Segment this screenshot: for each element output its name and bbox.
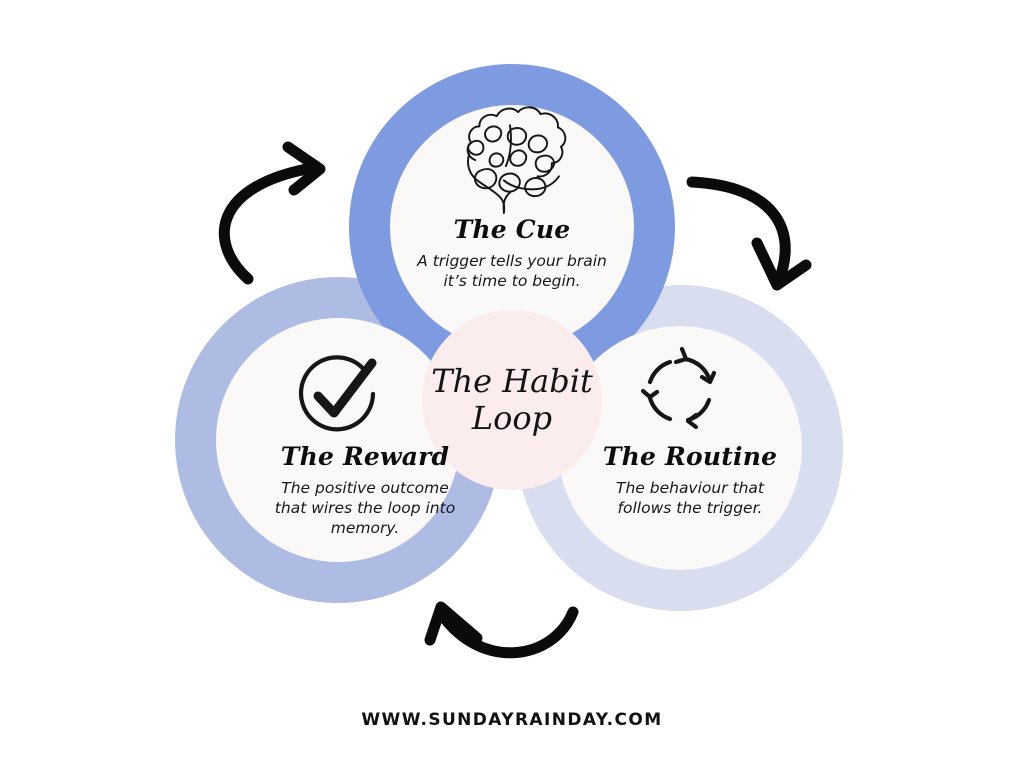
- arrow-cue-to-routine: [686, 176, 812, 291]
- node-cue-title: The Cue: [453, 215, 571, 244]
- center-label-line1: The Habit: [431, 362, 593, 400]
- brain-icon: [466, 106, 567, 215]
- arrow-reward-to-cue: [218, 141, 326, 285]
- node-reward-text: The Reward The positive outcome that wir…: [240, 443, 490, 539]
- node-cue-desc-line1: A trigger tells your brain: [417, 251, 607, 270]
- node-cue-text: The Cue A trigger tells your brain it’s …: [372, 216, 652, 291]
- center-label: The Habit Loop: [412, 363, 612, 437]
- node-reward-title: The Reward: [280, 442, 450, 471]
- arrow-routine-to-reward: [424, 601, 579, 659]
- footer-url: WWW.SUNDAYRAINDAY.COM: [361, 710, 663, 730]
- disc-reward: [216, 318, 460, 562]
- node-routine-desc-line2: follows the trigger.: [617, 498, 763, 517]
- center-circle: [422, 310, 602, 490]
- disc-cue: [390, 105, 634, 349]
- cycle-arrows-icon: [640, 346, 717, 430]
- node-routine-text: The Routine The behaviour that follows t…: [565, 443, 815, 518]
- disc-routine: [558, 326, 802, 570]
- center-label-line2: Loop: [471, 398, 553, 437]
- node-routine-desc-line1: The behaviour that: [615, 478, 764, 497]
- node-reward-desc-line2: that wires the loop into: [274, 498, 456, 517]
- check-circle-icon: [298, 355, 377, 432]
- node-reward-desc-line1: The positive outcome: [281, 478, 449, 497]
- inner-disc-group: [216, 105, 802, 570]
- node-cue-desc-line2: it’s time to begin.: [443, 271, 581, 290]
- node-routine-title: The Routine: [602, 442, 778, 471]
- node-reward-desc-line3: memory.: [330, 519, 400, 538]
